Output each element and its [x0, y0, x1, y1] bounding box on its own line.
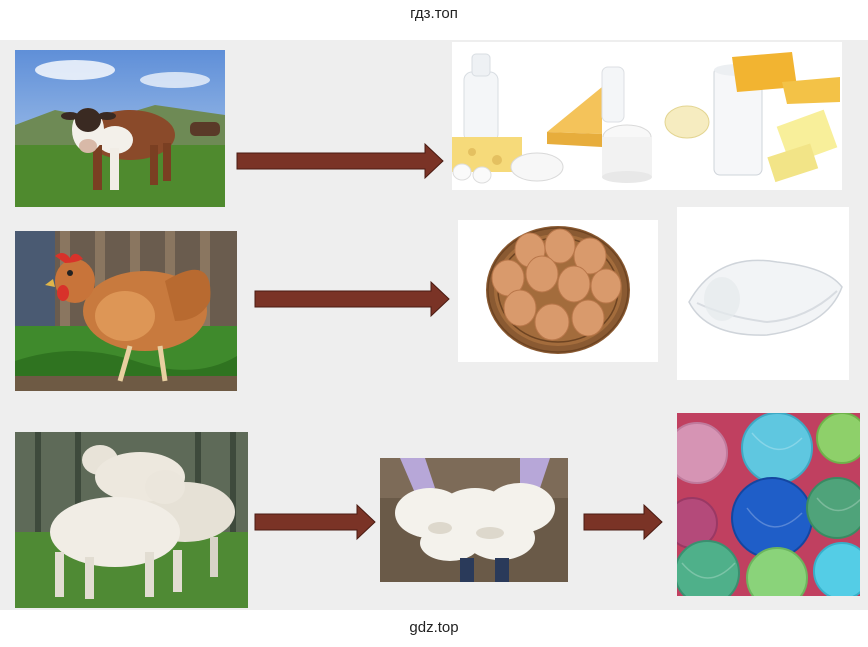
eggs-in-basket-photo: [458, 220, 658, 362]
arrow-cow-to-dairy: [236, 142, 444, 180]
arrow-sheep-to-wool: [254, 503, 376, 541]
pillow-photo: [677, 207, 849, 380]
arrow-hen-to-products: [254, 280, 450, 318]
hen-photo: [15, 231, 237, 391]
yarn-balls-photo: [677, 413, 860, 596]
sheep-photo: [15, 432, 248, 608]
watermark-bottom: gdz.top: [409, 619, 459, 636]
dairy-products-photo: [452, 42, 842, 190]
watermark-top: гдз.топ: [410, 5, 458, 22]
raw-wool-photo: [380, 458, 568, 582]
arrow-wool-to-yarn: [583, 503, 663, 541]
cow-photo: [15, 50, 225, 207]
